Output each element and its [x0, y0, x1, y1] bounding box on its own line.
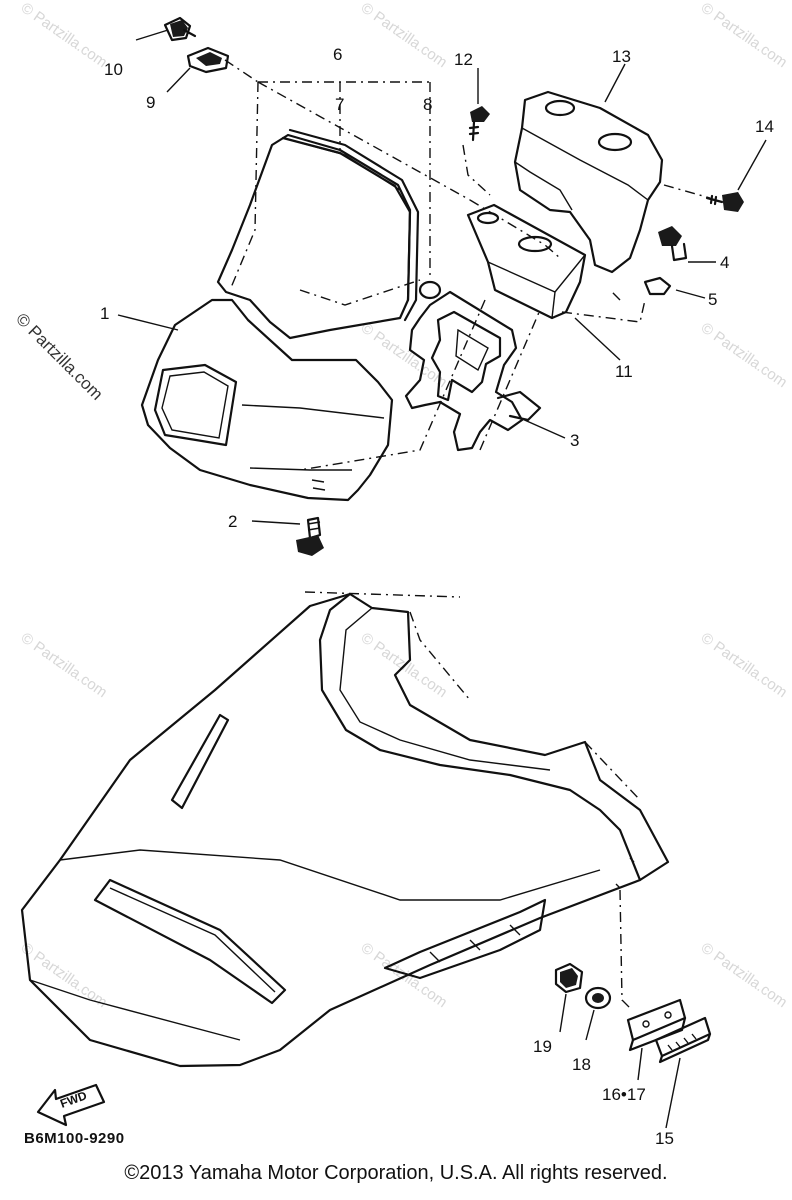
part-3-stay [404, 290, 542, 452]
watermark-9: © Partzilla.com [18, 939, 111, 1011]
part-1-cowl [140, 298, 394, 502]
diagram-code: B6M100-9290 [24, 1130, 125, 1147]
watermark-4: © Partzilla.com [358, 319, 451, 391]
watermark-2: © Partzilla.com [358, 0, 451, 71]
callouts-upper: 10 9 6 7 8 12 13 14 4 5 1 11 3 2 [100, 45, 774, 531]
callout-7: 7 [335, 95, 344, 114]
callout-19: 19 [533, 1037, 552, 1056]
callout-9: 9 [146, 93, 155, 112]
part-18-washer [584, 986, 612, 1010]
callouts-lower: 19 18 16•17 15 [533, 1037, 674, 1148]
part-14-bolt [705, 192, 744, 212]
callout-16-17: 16•17 [602, 1085, 646, 1104]
part-11-bracket [466, 203, 587, 320]
callout-6: 6 [333, 45, 342, 64]
callout-18: 18 [572, 1055, 591, 1074]
watermark-1: © Partzilla.com [18, 0, 111, 71]
fwd-label: FWD [58, 1088, 89, 1111]
watermark-8: © Partzilla.com [698, 629, 791, 701]
callout-2: 2 [228, 512, 237, 531]
callout-13: 13 [612, 47, 631, 66]
callout-10: 10 [104, 60, 123, 79]
part-12-screw [468, 106, 490, 142]
part-13-top-cover [513, 90, 664, 274]
part-7-windshield [216, 128, 420, 340]
watermark-6: © Partzilla.com [18, 629, 111, 701]
callout-1: 1 [100, 304, 109, 323]
watermark-side: © Partzilla.com [12, 309, 106, 403]
callout-12: 12 [454, 50, 473, 69]
callout-11: 11 [615, 362, 633, 381]
watermark-5: © Partzilla.com [698, 319, 791, 391]
part-19-nut [554, 962, 584, 994]
callout-8: 8 [423, 95, 432, 114]
callout-14: 14 [755, 117, 774, 136]
fwd-arrow-icon: FWD [36, 1083, 106, 1127]
part-4-bolt [658, 226, 688, 262]
watermark-11: © Partzilla.com [698, 939, 791, 1011]
leader-lines-lower [304, 591, 641, 1011]
copyright-notice: ©2013 Yamaha Motor Corporation, U.S.A. A… [124, 1162, 668, 1184]
callout-5: 5 [708, 290, 717, 309]
watermarks: © Partzilla.com © Partzilla.com © Partzi… [12, 0, 790, 1011]
part-9-clip [186, 46, 230, 74]
part-10-bolt [163, 16, 197, 42]
part-8-grommet [418, 280, 442, 300]
callout-4: 4 [720, 253, 729, 272]
watermark-3: © Partzilla.com [698, 0, 791, 71]
callout-15: 15 [655, 1129, 674, 1148]
callout-3: 3 [570, 431, 579, 450]
part-15-clip [654, 1016, 712, 1064]
callout-leaders-upper [117, 29, 767, 525]
watermark-10: © Partzilla.com [358, 939, 451, 1011]
part-5-collar [643, 276, 672, 296]
part-2-bolt [296, 516, 324, 556]
callout-leaders-lower [559, 993, 681, 1129]
part-15-hood [20, 592, 670, 1068]
